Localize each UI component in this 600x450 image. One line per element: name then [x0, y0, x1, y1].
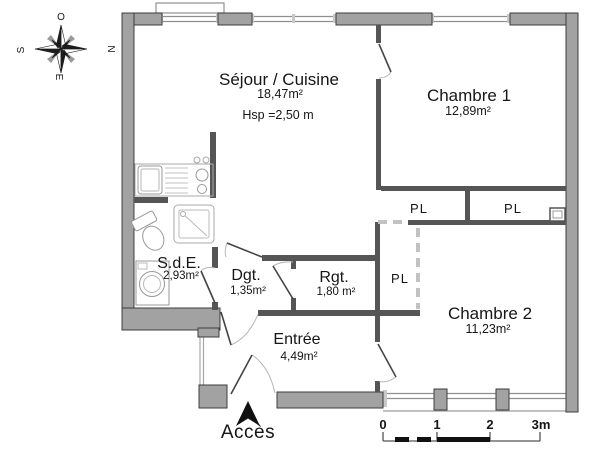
toilet [131, 210, 165, 251]
room-label-chambre2: Chambre 2 [447, 304, 533, 323]
compass-rose [34, 24, 88, 74]
compass-letter-top: O [57, 12, 65, 23]
room-area-dgt: 1,35m² [230, 285, 266, 297]
scale-tick-1: 1 [433, 417, 441, 432]
kitchen-fixtures [134, 156, 214, 197]
room-label-sejour: Séjour / Cuisine [218, 70, 340, 89]
room-area-rgt: 1,80 m² [316, 286, 356, 298]
washing-machine [135, 260, 170, 306]
compass-letter-bottom: E [53, 73, 64, 81]
access-label: Accès [220, 422, 276, 443]
room-label-entree: Entrée [273, 331, 321, 348]
duct-box [549, 207, 566, 222]
scale-tick-3: 3m [531, 417, 551, 432]
closet-label-1: PL [410, 201, 428, 216]
room-label-chambre1: Chambre 1 [426, 86, 512, 105]
compass-main-points [34, 24, 88, 74]
room-area-sejour: 18,47m² [257, 87, 303, 101]
compass-letter-right: N [105, 45, 116, 53]
shower [173, 204, 215, 244]
window-sill-box [155, 2, 225, 14]
access-arrow-icon [236, 401, 260, 426]
room-area-chambre2: 11,23m² [465, 322, 511, 336]
room-label-sde: S.d.E. [157, 255, 201, 272]
scale-tick-0: 0 [379, 417, 387, 432]
closet-label-2: PL [504, 201, 522, 216]
room-area-chambre1: 12,89m² [445, 104, 491, 118]
closet-dashed-fronts [378, 220, 420, 309]
ceiling-height-note: Hsp =2,50 m [242, 108, 314, 122]
room-area-entree: 4,49m² [280, 349, 318, 363]
room-label-rgt: Rgt. [319, 269, 349, 286]
kitchen-sink [137, 165, 163, 195]
stove-burners [193, 156, 210, 194]
sink-drainer [165, 167, 188, 194]
room-area-sde: 2,93m² [163, 270, 199, 282]
room-label-dgt: Dgt. [231, 267, 261, 284]
scale-bar [382, 432, 541, 442]
closet-label-3: PL [391, 271, 409, 286]
scale-tick-2: 2 [486, 417, 494, 432]
exterior-walls [121, 12, 579, 413]
door-swings [200, 43, 397, 395]
window-mullion [495, 388, 510, 411]
window-mullion [433, 388, 448, 411]
compass-letter-left: S [16, 46, 27, 54]
